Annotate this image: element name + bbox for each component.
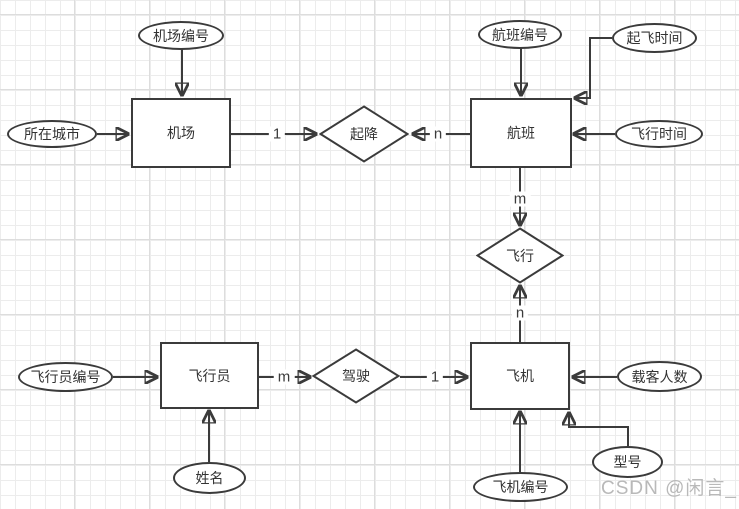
entity-flight-label: 航班 xyxy=(507,125,535,141)
attribute-pilot-number-label: 飞行员编号 xyxy=(30,369,101,385)
cardinality-plane-flying[interactable]: n xyxy=(511,305,529,321)
attribute-model[interactable]: 型号 xyxy=(592,446,663,478)
cardinality-airport-takeoff[interactable]: 1 xyxy=(268,126,286,142)
edge-takeoff-time-to-flight[interactable] xyxy=(575,37,612,98)
relationship-drives-label: 驾驶 xyxy=(342,368,370,384)
relationship-flying[interactable]: 飞行 xyxy=(476,227,564,284)
attribute-name-label: 姓名 xyxy=(195,470,224,486)
csdn-watermark: CSDN @闲言_ xyxy=(601,478,737,499)
attribute-pilot-number[interactable]: 飞行员编号 xyxy=(18,362,113,392)
relationship-takeoff-landing-label: 起降 xyxy=(350,126,378,142)
diamond-shape xyxy=(312,348,400,404)
attribute-name[interactable]: 姓名 xyxy=(173,462,246,494)
attribute-takeoff-time[interactable]: 起飞时间 xyxy=(612,23,697,53)
attribute-takeoff-time-label: 起飞时间 xyxy=(626,30,683,46)
relationship-drives[interactable]: 驾驶 xyxy=(312,348,400,404)
attribute-city-label: 所在城市 xyxy=(24,126,80,142)
cardinality-flight-takeoff[interactable]: n xyxy=(429,126,447,142)
attribute-plane-number[interactable]: 飞机编号 xyxy=(473,472,568,502)
diamond-shape xyxy=(476,227,564,284)
entity-plane-label: 飞机 xyxy=(506,368,534,384)
relationship-flying-label: 飞行 xyxy=(506,247,534,264)
attribute-passenger-capacity-label: 载客人数 xyxy=(631,368,688,385)
cardinality-pilot-drives[interactable]: m xyxy=(273,369,295,385)
entity-airport[interactable]: 机场 xyxy=(131,98,231,168)
entity-airport-label: 机场 xyxy=(167,125,195,141)
diamond-shape xyxy=(319,105,409,163)
attribute-flight-number-label: 航班编号 xyxy=(492,26,548,43)
attribute-passenger-capacity[interactable]: 载客人数 xyxy=(617,361,702,392)
cardinality-flight-flying[interactable]: m xyxy=(509,191,531,207)
attribute-airport-number[interactable]: 机场编号 xyxy=(138,21,224,50)
edge-model-to-plane[interactable] xyxy=(569,413,629,446)
entity-flight[interactable]: 航班 xyxy=(470,98,572,168)
attribute-city[interactable]: 所在城市 xyxy=(7,120,97,148)
relationship-takeoff-landing[interactable]: 起降 xyxy=(319,105,409,163)
attribute-flight-number[interactable]: 航班编号 xyxy=(478,20,562,49)
entity-pilot-label: 飞行员 xyxy=(188,367,231,384)
attribute-flight-time[interactable]: 飞行时间 xyxy=(615,120,703,148)
attribute-flight-time-label: 飞行时间 xyxy=(631,126,687,142)
attribute-plane-number-label: 飞机编号 xyxy=(492,479,549,495)
cardinality-plane-drives[interactable]: 1 xyxy=(426,369,444,385)
attribute-model-label: 型号 xyxy=(613,454,642,470)
entity-pilot[interactable]: 飞行员 xyxy=(160,342,259,409)
entity-plane[interactable]: 飞机 xyxy=(470,342,570,410)
attribute-airport-number-label: 机场编号 xyxy=(153,27,209,44)
